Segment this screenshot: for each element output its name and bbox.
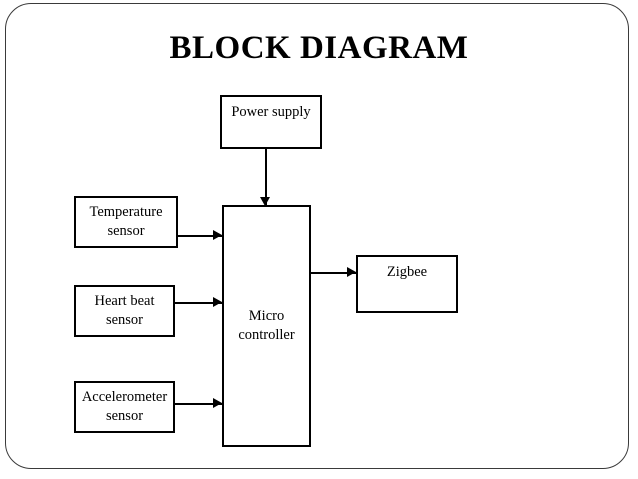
block-zigbee[interactable]: Zigbee	[356, 255, 458, 313]
block-micro-controller[interactable]: Micro controller	[222, 205, 311, 447]
block-power-supply-label: Power supply	[231, 104, 311, 120]
page-title: BLOCK DIAGRAM	[169, 30, 469, 66]
connector-temperature-to-mcu-arrowhead	[213, 230, 222, 240]
block-temperature-sensor-label: Temperature sensor	[89, 204, 163, 239]
connector-mcu-to-zigbee-arrowhead	[347, 267, 356, 277]
connector-accelerometer-to-mcu-arrowhead	[213, 398, 222, 408]
connector-mcu-to-zigbee-line	[311, 272, 356, 274]
connector-temperature-to-mcu-line	[178, 235, 222, 237]
block-micro-controller-label: Micro controller	[238, 308, 295, 343]
slide-border-frame	[5, 3, 629, 469]
block-temperature-sensor[interactable]: Temperature sensor	[74, 196, 178, 248]
block-accelerometer-sensor[interactable]: Accelerometer sensor	[74, 381, 175, 433]
connector-heartbeat-to-mcu-arrowhead	[213, 297, 222, 307]
block-heart-beat-sensor[interactable]: Heart beat sensor	[74, 285, 175, 337]
connector-power-to-mcu-line	[265, 149, 267, 205]
connector-accelerometer-to-mcu-line	[175, 403, 222, 405]
block-heart-beat-sensor-label: Heart beat sensor	[94, 293, 155, 328]
block-power-supply[interactable]: Power supply	[220, 95, 322, 149]
block-accelerometer-sensor-label: Accelerometer sensor	[81, 389, 168, 424]
connector-power-to-mcu-arrowhead	[260, 197, 270, 206]
connector-heartbeat-to-mcu-line	[175, 302, 222, 304]
block-zigbee-label: Zigbee	[386, 264, 428, 280]
